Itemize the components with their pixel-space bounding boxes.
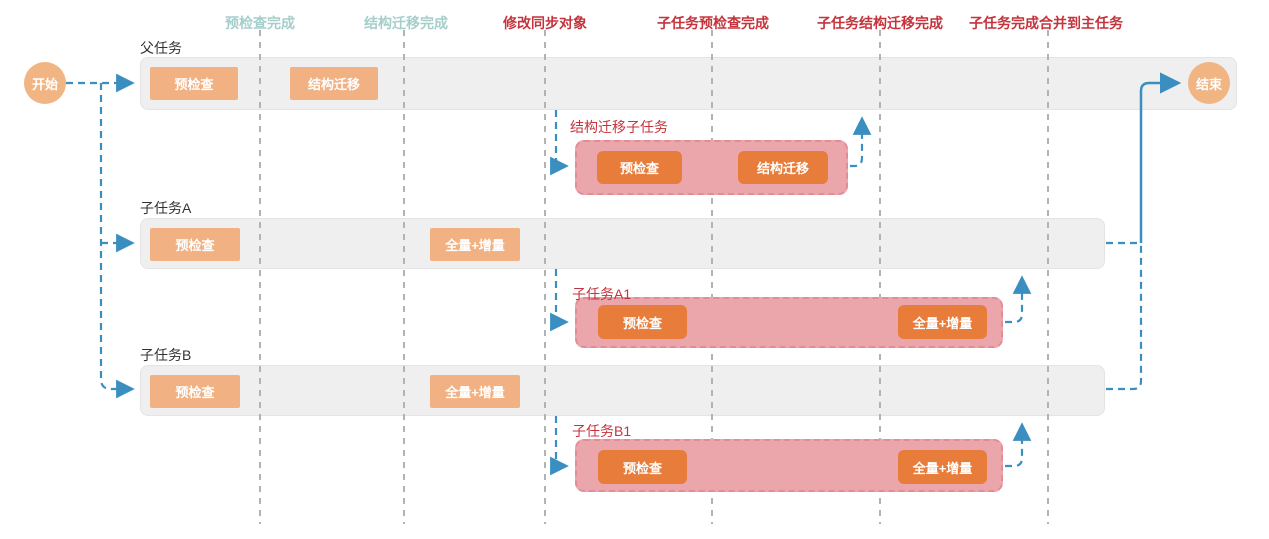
subtask-a-full-incremental-block: 全量+增量 (430, 228, 520, 261)
lane-parent-task (140, 57, 1237, 110)
start-node: 开始 (24, 62, 66, 104)
parent-precheck-block: 预检查 (150, 67, 238, 100)
subtask-a1-precheck-block: 预检查 (598, 305, 687, 339)
subtask-b-precheck-block: 预检查 (150, 375, 240, 408)
subtask-a-precheck-block: 预检查 (150, 228, 240, 261)
subtask-label-schema-migration: 结构迁移子任务 (570, 119, 668, 135)
end-node: 结束 (1188, 62, 1230, 104)
milestone-modify-sync-objects: 修改同步对象 (503, 15, 587, 31)
lane-subtask-a (140, 218, 1105, 269)
lane-subtask-b (140, 365, 1105, 416)
subtask-a1-full-incremental-block: 全量+增量 (898, 305, 987, 339)
lane-label-subtask-b: 子任务B (140, 347, 192, 363)
subtask-label-a1: 子任务A1 (572, 286, 632, 302)
lane-label-subtask-a: 子任务A (140, 200, 192, 216)
parent-schema-migration-block: 结构迁移 (290, 67, 378, 100)
milestone-precheck-done: 预检查完成 (225, 15, 295, 31)
subtask-label-b1: 子任务B1 (572, 423, 632, 439)
subtask-b1-full-incremental-block: 全量+增量 (898, 450, 987, 484)
milestone-subtask-schema-done: 子任务结构迁移完成 (817, 15, 943, 31)
schema-subtask-migration-block: 结构迁移 (738, 151, 828, 184)
subtask-b-full-incremental-block: 全量+增量 (430, 375, 520, 408)
lane-label-parent-task: 父任务 (140, 40, 182, 56)
schema-subtask-precheck-block: 预检查 (597, 151, 682, 184)
milestone-schema-migration-done: 结构迁移完成 (364, 15, 448, 31)
milestone-subtask-precheck-done: 子任务预检查完成 (657, 15, 769, 31)
milestone-subtask-merged: 子任务完成合并到主任务 (969, 15, 1123, 31)
subtask-b1-precheck-block: 预检查 (598, 450, 687, 484)
